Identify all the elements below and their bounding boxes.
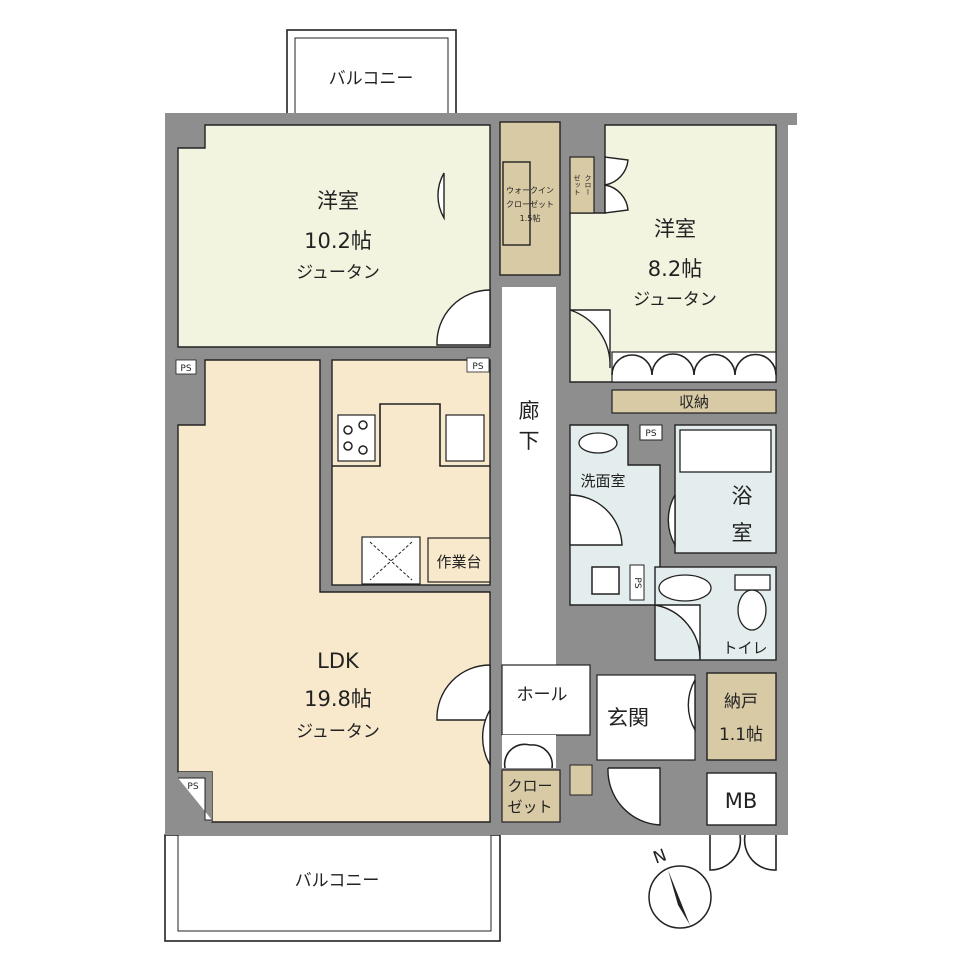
door-swing [687, 679, 696, 733]
closet-doors [503, 743, 554, 769]
door-swing [436, 289, 491, 346]
ps-label: PS [180, 364, 191, 374]
door-swing [569, 309, 611, 369]
door-swing [667, 494, 676, 548]
mb-doors [709, 834, 777, 871]
fridge-icon [369, 541, 413, 581]
wic-shelf [502, 161, 531, 246]
work-counter [427, 537, 491, 583]
nando-name: 納戸 [724, 692, 758, 712]
stove-icon [337, 414, 376, 462]
storage-label: 収納 [679, 393, 709, 411]
meter-box [706, 772, 777, 826]
door-swing [604, 184, 629, 214]
wic-label-2: クローゼット [506, 199, 554, 209]
toilet-tank [734, 574, 771, 591]
ps-box [629, 564, 645, 601]
ps-label: PS [472, 362, 483, 372]
compass-icon [648, 865, 712, 929]
hallway [502, 287, 556, 687]
closet-small [569, 156, 595, 214]
wic-label-3: 1.5帖 [520, 213, 541, 223]
compass-north-label: N [651, 845, 670, 868]
nando [706, 672, 777, 761]
shoe-box [569, 764, 593, 796]
ps-label: PS [632, 577, 642, 588]
toilet-label: トイレ [722, 639, 767, 657]
ps-box [466, 357, 490, 373]
bathtub-icon [679, 429, 772, 473]
hall [501, 664, 591, 736]
washroom [569, 424, 661, 606]
ldk-size: 19.8帖 [304, 687, 372, 711]
door-swing [437, 172, 445, 221]
closet-bottom-label-2: ゼット [507, 798, 552, 816]
burners [343, 420, 368, 455]
ldk-floor: ジュータン [296, 722, 380, 742]
ps-label: PS [645, 429, 656, 439]
ps-box [175, 359, 197, 375]
bath-label-1: 浴 [732, 484, 753, 508]
nando-size: 1.1帖 [719, 725, 763, 745]
bath-label-2: 室 [732, 521, 753, 545]
fridge-space [361, 536, 421, 585]
balcony-top-inner [294, 37, 449, 116]
mb-label: MB [725, 789, 758, 813]
door-swing [481, 709, 491, 768]
storage [611, 389, 777, 414]
bedroom-2-size: 8.2帖 [648, 257, 702, 281]
door-swing [436, 664, 491, 721]
kitchen-sink-icon [445, 414, 485, 462]
wic-label-1: ウォークイン [506, 186, 554, 195]
door-swing [569, 494, 623, 546]
balcony-top-label: バルコニー [329, 69, 414, 89]
balcony-bottom-inner [177, 834, 492, 932]
balcony-bottom-label: バルコニー [295, 871, 380, 891]
entrance-door[interactable] [607, 767, 661, 826]
bedroom-2-floor: ジュータン [633, 290, 717, 310]
door-swing [654, 604, 701, 661]
hallway-label-2: 下 [519, 429, 540, 453]
entrance [596, 674, 696, 761]
washroom-label: 洗面室 [580, 472, 625, 490]
work-counter-label: 作業台 [436, 553, 481, 571]
bedroom-1 [177, 124, 491, 348]
ps-box [639, 424, 663, 441]
hall-label: ホール [517, 685, 568, 705]
ldk-name: LDK [317, 649, 360, 673]
bedroom-1-size: 10.2帖 [304, 229, 372, 253]
kitchen-counter [332, 403, 490, 467]
ps-box [178, 777, 212, 821]
closet-bottom-label-1: クロー [507, 777, 552, 795]
ps-label: PS [187, 782, 198, 792]
closet-doors [611, 351, 777, 383]
sink-icon [658, 574, 712, 602]
closet-small-label-2: ゼット [573, 174, 581, 196]
sink-icon [578, 432, 618, 454]
hallway-label-1: 廊 [519, 399, 540, 423]
bedroom-2-name: 洋室 [654, 217, 696, 241]
bedroom-1-floor: ジュータン [296, 263, 380, 283]
closet-small-label-1: クロー [584, 175, 592, 196]
entrance-label: 玄関 [607, 706, 649, 730]
bedroom-1-name: 洋室 [317, 189, 359, 213]
closet-bottom [501, 769, 561, 823]
toilet-icon [737, 589, 767, 631]
washing-machine-pan [591, 566, 620, 595]
